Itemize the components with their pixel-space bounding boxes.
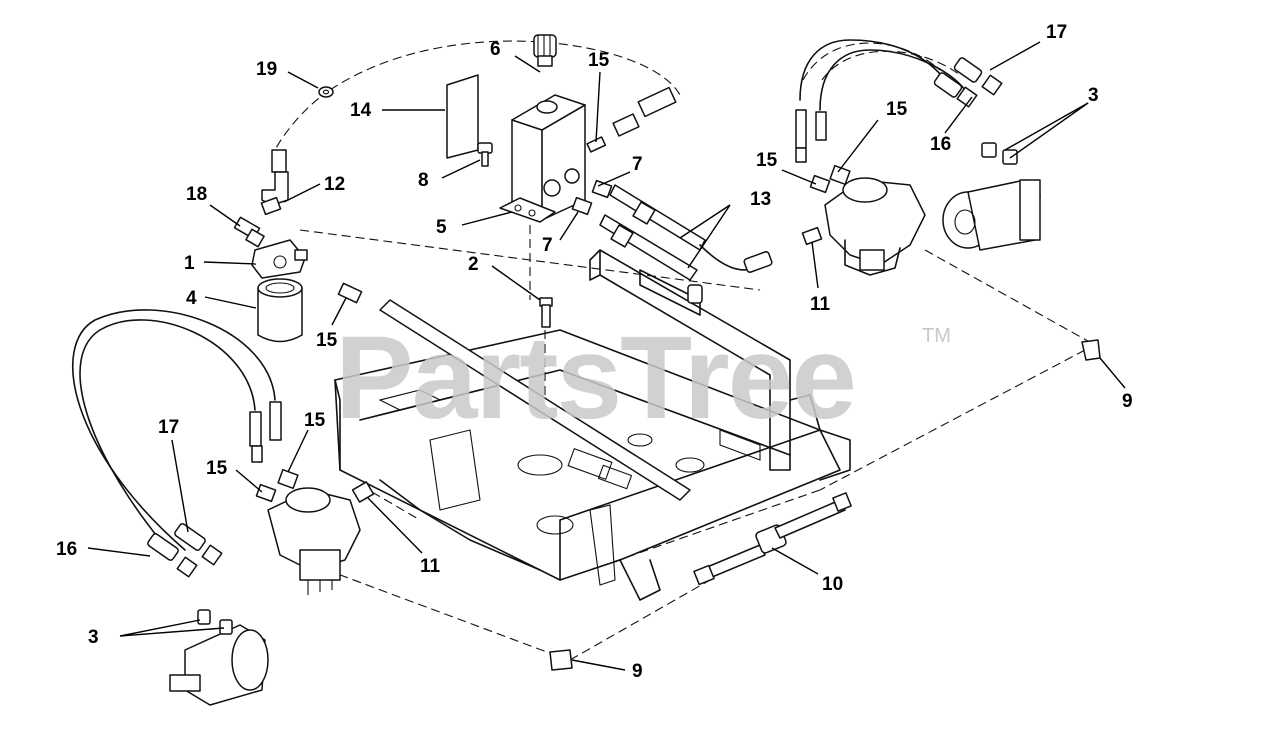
hoses-left-16-17 [71, 309, 282, 578]
hose-10 [379, 299, 852, 586]
callout-8: 8 [418, 170, 429, 191]
callout-3-right: 3 [1088, 85, 1099, 106]
fitting-15-filter [337, 282, 363, 304]
bolt-2 [539, 297, 553, 328]
wheel-motor-left [169, 609, 269, 706]
callout-12: 12 [324, 174, 345, 195]
fitting-18 [233, 216, 265, 248]
callout-10: 10 [822, 574, 843, 595]
assembly-lines [274, 40, 1096, 661]
callout-15-upper: 15 [588, 50, 610, 71]
hoses-13 [599, 184, 773, 304]
bolt-8 [477, 142, 493, 167]
callout-15-right-upper: 15 [886, 99, 908, 120]
callout-5: 5 [436, 217, 447, 238]
callout-16-right: 16 [930, 134, 951, 155]
elbow-9-right [1081, 339, 1101, 361]
oil-filter-4 [257, 278, 303, 343]
callout-16-left: 16 [56, 539, 77, 560]
callout-6: 6 [490, 39, 501, 60]
callout-4: 4 [186, 288, 197, 309]
callout-17-left: 17 [158, 417, 179, 438]
watermark-trademark: TM [922, 325, 951, 347]
callout-11-left: 11 [420, 556, 441, 577]
pump-right [809, 164, 926, 276]
fitting-15-upper [586, 86, 677, 153]
callout-13: 13 [750, 189, 771, 210]
fittings-7 [571, 179, 613, 216]
callout-11-right: 11 [810, 294, 831, 315]
callout-labels: 17 19 6 15 3 14 15 16 18 12 8 7 15 13 5 … [56, 22, 1133, 682]
callout-2: 2 [468, 254, 479, 275]
callout-15-filter: 15 [316, 330, 338, 351]
callout-14: 14 [350, 100, 372, 121]
filter-head-1 [251, 239, 308, 279]
callout-7-upper: 7 [632, 154, 643, 175]
elbow-9-left [549, 649, 573, 671]
reservoir-cap [533, 34, 557, 67]
wheel-motor-right [942, 142, 1041, 251]
callout-19: 19 [256, 59, 277, 80]
reservoir-tank [499, 94, 586, 223]
callout-3-left: 3 [88, 627, 99, 648]
fitting-11-right [801, 226, 823, 246]
callout-9-left: 9 [632, 661, 643, 682]
leader-lines [87, 41, 1126, 671]
decal-card [446, 74, 479, 159]
callout-7-lower: 7 [542, 235, 553, 256]
watermark-text: PartsTree [335, 312, 855, 444]
callout-9-right: 9 [1122, 391, 1133, 412]
callout-15-right: 15 [756, 150, 778, 171]
callout-15-left: 15 [206, 458, 228, 479]
watermark: PartsTree TM [335, 312, 951, 444]
callout-17-right: 17 [1046, 22, 1067, 43]
callout-1: 1 [184, 253, 195, 274]
pump-left [255, 468, 375, 595]
hoses-right-16-17 [795, 39, 1003, 163]
callout-15-left-upper: 15 [304, 410, 326, 431]
frame-drawing [334, 249, 851, 601]
elbow-12 [260, 149, 289, 216]
callout-18: 18 [186, 184, 207, 205]
washer-19 [318, 86, 334, 98]
